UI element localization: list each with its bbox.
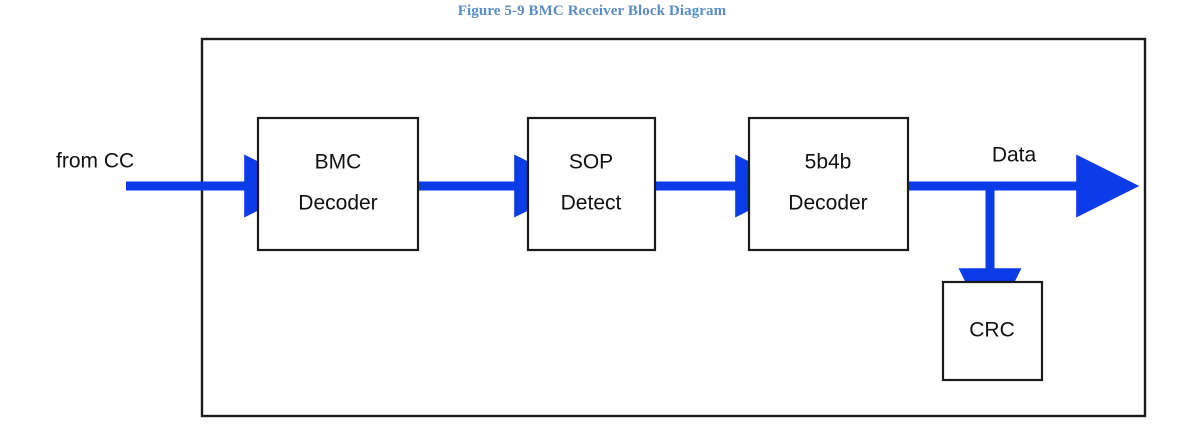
block-sop-detect-rect	[526, 116, 657, 252]
figure-title: Figure 5-9 BMC Receiver Block Diagram	[457, 3, 727, 19]
block-5b4b-decoder-rect	[747, 116, 910, 252]
block-crc[interactable]: CRC	[941, 280, 1044, 382]
block-crc-label: CRC	[969, 319, 1015, 342]
block-bmc-decoder-label-line-2: Decoder	[298, 192, 377, 215]
block-bmc-decoder[interactable]: BMC Decoder	[256, 116, 420, 252]
block-5b4b-decoder-label-line-1: 5b4b	[805, 151, 852, 174]
block-sop-detect-label-line-1: SOP	[569, 151, 613, 174]
block-sop-detect-label-line-2: Detect	[561, 192, 622, 215]
block-5b4b-decoder-label-line-2: Decoder	[788, 192, 867, 215]
block-bmc-decoder-label-line-1: BMC	[315, 151, 362, 174]
data-output-label: Data	[992, 144, 1037, 167]
input-source-label: from CC	[56, 150, 134, 173]
block-sop-detect[interactable]: SOP Detect	[526, 116, 657, 252]
block-5b4b-decoder[interactable]: 5b4b Decoder	[747, 116, 910, 252]
receiver-boundary	[200, 37, 1147, 418]
block-bmc-decoder-rect	[256, 116, 420, 252]
block-crc-rect	[941, 280, 1044, 382]
